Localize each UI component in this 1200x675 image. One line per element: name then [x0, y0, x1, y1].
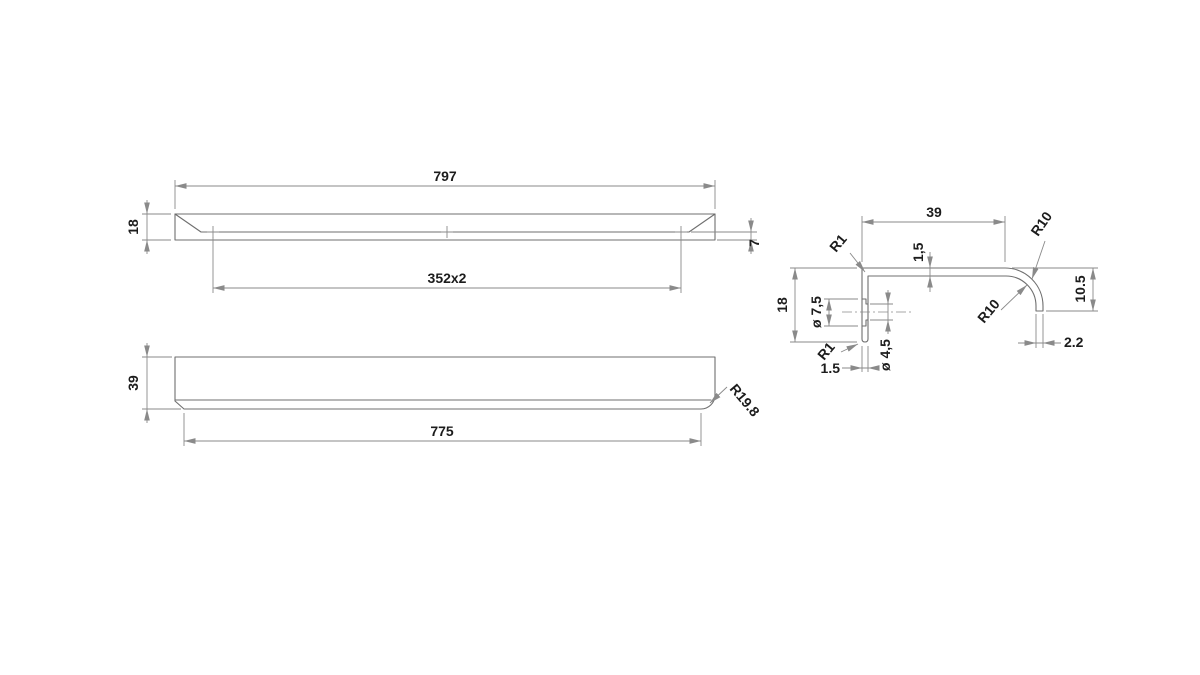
dim-1-5-top-label: 1,5	[910, 242, 926, 262]
dim-r10-outer-label: R10	[1027, 208, 1055, 238]
dim-lip-height: 10.5	[1012, 267, 1098, 312]
dim-wall-height: 18	[774, 267, 857, 343]
dim-bottom-length: 775	[183, 413, 702, 446]
dim-depth: 18	[125, 200, 171, 254]
dim-r10-inner-label: R10	[974, 296, 1003, 326]
dim-top-fillet: R1	[826, 231, 866, 273]
dim-2-2-label: 2.2	[1064, 334, 1084, 350]
dim-352x2-label: 352x2	[428, 270, 467, 286]
front-view-outline	[174, 356, 716, 410]
dim-18-section-label: 18	[774, 297, 790, 313]
dim-d4-5-label: ø 4,5	[877, 339, 893, 371]
dim-797-label: 797	[433, 168, 457, 184]
top-view: 797 18 352x2 7	[125, 168, 762, 293]
dim-lip-thickness: 2.2	[1018, 314, 1084, 350]
dim-top-thickness: 1,5	[910, 242, 933, 292]
dim-1-5-bottom-label: 1.5	[821, 360, 841, 376]
section-view: 39 R10 1,5 18 ø 7,5 ø 4,5	[774, 204, 1098, 376]
dim-d7-5-label: ø 7,5	[808, 296, 824, 328]
dim-wall-thickness: 1.5	[821, 346, 880, 376]
dim-overall-length: 797	[174, 168, 716, 209]
mounting-hole-detail	[861, 298, 869, 327]
top-view-outline	[174, 213, 716, 241]
dim-39-label: 39	[125, 375, 141, 391]
dim-r1-top-label: R1	[826, 231, 850, 255]
dim-counterbore: ø 7,5	[808, 296, 858, 328]
dim-775-label: 775	[430, 423, 454, 439]
hole-center-marks	[207, 226, 687, 238]
dim-height: 39	[125, 343, 181, 423]
front-view: 39 775 R19.8	[125, 343, 763, 446]
section-outline	[861, 267, 1044, 343]
dim-39-section-label: 39	[926, 204, 942, 220]
dim-18-label: 18	[125, 219, 141, 235]
dim-10-5-label: 10.5	[1072, 275, 1088, 302]
dim-section-width: 39	[861, 204, 1006, 262]
dim-through-hole: ø 4,5	[870, 290, 893, 371]
dim-hole-offset: 7	[691, 218, 762, 254]
dim-r19-8-label: R19.8	[727, 381, 763, 420]
dim-inner-radius: R10	[974, 284, 1028, 326]
dim-7-label: 7	[746, 239, 762, 247]
dim-hole-spacing: 352x2	[212, 237, 682, 293]
dim-corner-radius: R19.8	[709, 381, 763, 420]
